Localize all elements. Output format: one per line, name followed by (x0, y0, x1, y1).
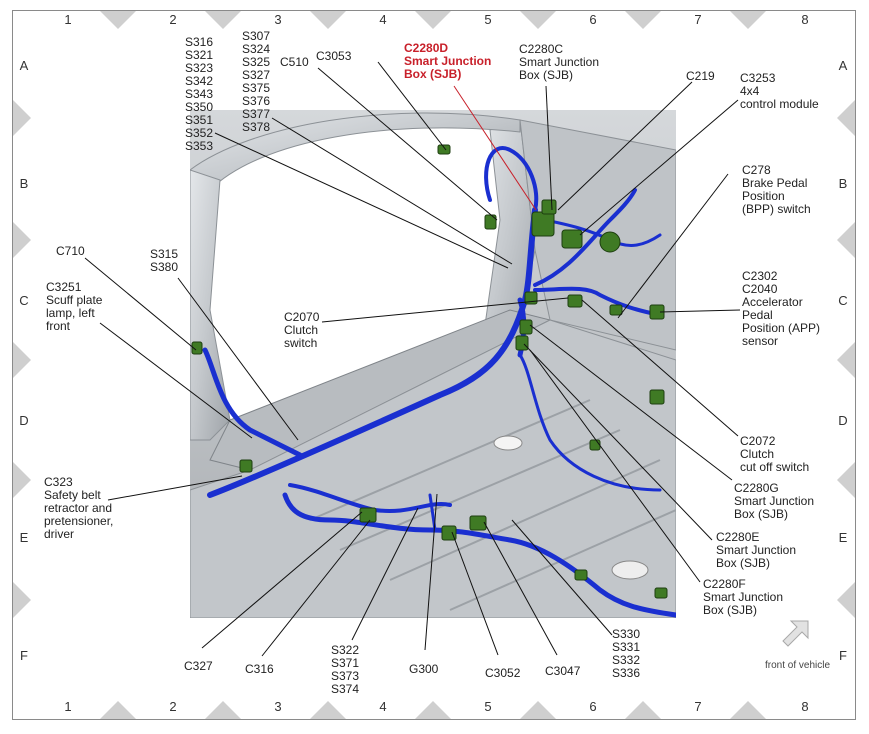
floor-ribs (309, 399, 676, 611)
label-g300: G300 (409, 662, 439, 676)
label-s322-group: S322 S371 S373 S374 (331, 643, 360, 696)
label-c2280e: C2280E Smart Junction Box (SJB) (716, 530, 797, 570)
diagram-frame (12, 10, 856, 720)
label-s330-group: S330 S331 S332 S336 (612, 627, 641, 680)
label-c2280c: C2280C Smart Junction Box (SJB) (519, 42, 600, 82)
front-of-vehicle-label: front of vehicle (765, 660, 831, 671)
label-c219: C219 (686, 69, 715, 83)
label-c327: C327 (184, 659, 213, 673)
row-label-right-f: F (839, 648, 847, 663)
row-label-f: F (20, 648, 28, 663)
label-s316-group: S316 S321 S323 S342 S343 S350 S351 S352 … (185, 35, 214, 153)
row-label-right-d: D (838, 413, 848, 428)
col-label-bottom-3: 3 (274, 699, 282, 714)
col-label-bottom-5: 5 (484, 699, 492, 714)
col-label-bottom-6: 6 (589, 699, 597, 714)
label-c3047: C3047 (545, 664, 581, 678)
label-c278: C278 Brake Pedal Position (BPP) switch (742, 163, 811, 216)
row-label-c: C (19, 293, 29, 308)
row-label-right-b: B (838, 176, 848, 191)
label-c2280g: C2280G Smart Junction Box (SJB) (734, 481, 815, 521)
label-c3251: C3251 Scuff plate lamp, left front (46, 280, 103, 333)
col-label-bottom-1: 1 (64, 699, 72, 714)
label-c316: C316 (245, 662, 274, 676)
wire-harness (202, 146, 676, 618)
label-s315: S315 S380 (150, 247, 179, 274)
border-tabs (13, 11, 855, 719)
col-label-bottom-7: 7 (694, 699, 702, 714)
label-c2072: C2072 Clutch cut off switch (740, 434, 810, 474)
label-c2280d: C2280D Smart Junction Box (SJB) (404, 41, 492, 81)
label-c2280f: C2280F Smart Junction Box (SJB) (703, 577, 784, 617)
col-label-8: 8 (801, 12, 809, 27)
floor-hole-1 (493, 435, 523, 451)
col-label-3: 3 (274, 12, 282, 27)
label-c323: C323 Safety belt retractor and pretensio… (44, 475, 114, 541)
vehicle-body-illustration (190, 110, 676, 618)
label-s307-group: S307 S324 S325 S327 S375 S376 S377 S378 (242, 29, 271, 134)
col-label-6: 6 (589, 12, 597, 27)
row-label-right-c: C (838, 293, 848, 308)
label-c2070: C2070 Clutch switch (284, 310, 320, 350)
label-c710: C710 (56, 244, 85, 258)
floor-panel (190, 319, 676, 618)
label-c3253: C3253 4x4 control module (740, 71, 819, 111)
col-label-4: 4 (379, 12, 387, 27)
arrow-up-right-icon (782, 620, 809, 647)
col-label-7: 7 (694, 12, 702, 27)
label-c510: C510 (280, 55, 309, 69)
col-label-bottom-8: 8 (801, 699, 809, 714)
label-c2302: C2302 C2040 Accelerator Pedal Position (… (742, 269, 821, 348)
col-label-5: 5 (484, 12, 492, 27)
floor-hole-2 (611, 560, 649, 580)
label-c3053: C3053 (316, 49, 352, 63)
row-label-right-e: E (838, 530, 848, 545)
label-c3052: C3052 (485, 666, 521, 680)
col-label-bottom-4: 4 (379, 699, 387, 714)
col-label-1: 1 (64, 12, 72, 27)
row-label-e: E (19, 530, 29, 545)
row-label-b: B (19, 176, 29, 191)
col-label-2: 2 (169, 12, 177, 27)
row-label-d: D (19, 413, 29, 428)
vehicle-body-svg (190, 110, 676, 618)
row-label-a: A (19, 58, 29, 73)
col-label-bottom-2: 2 (169, 699, 177, 714)
row-label-right-a: A (838, 58, 848, 73)
connectors (191, 144, 668, 599)
